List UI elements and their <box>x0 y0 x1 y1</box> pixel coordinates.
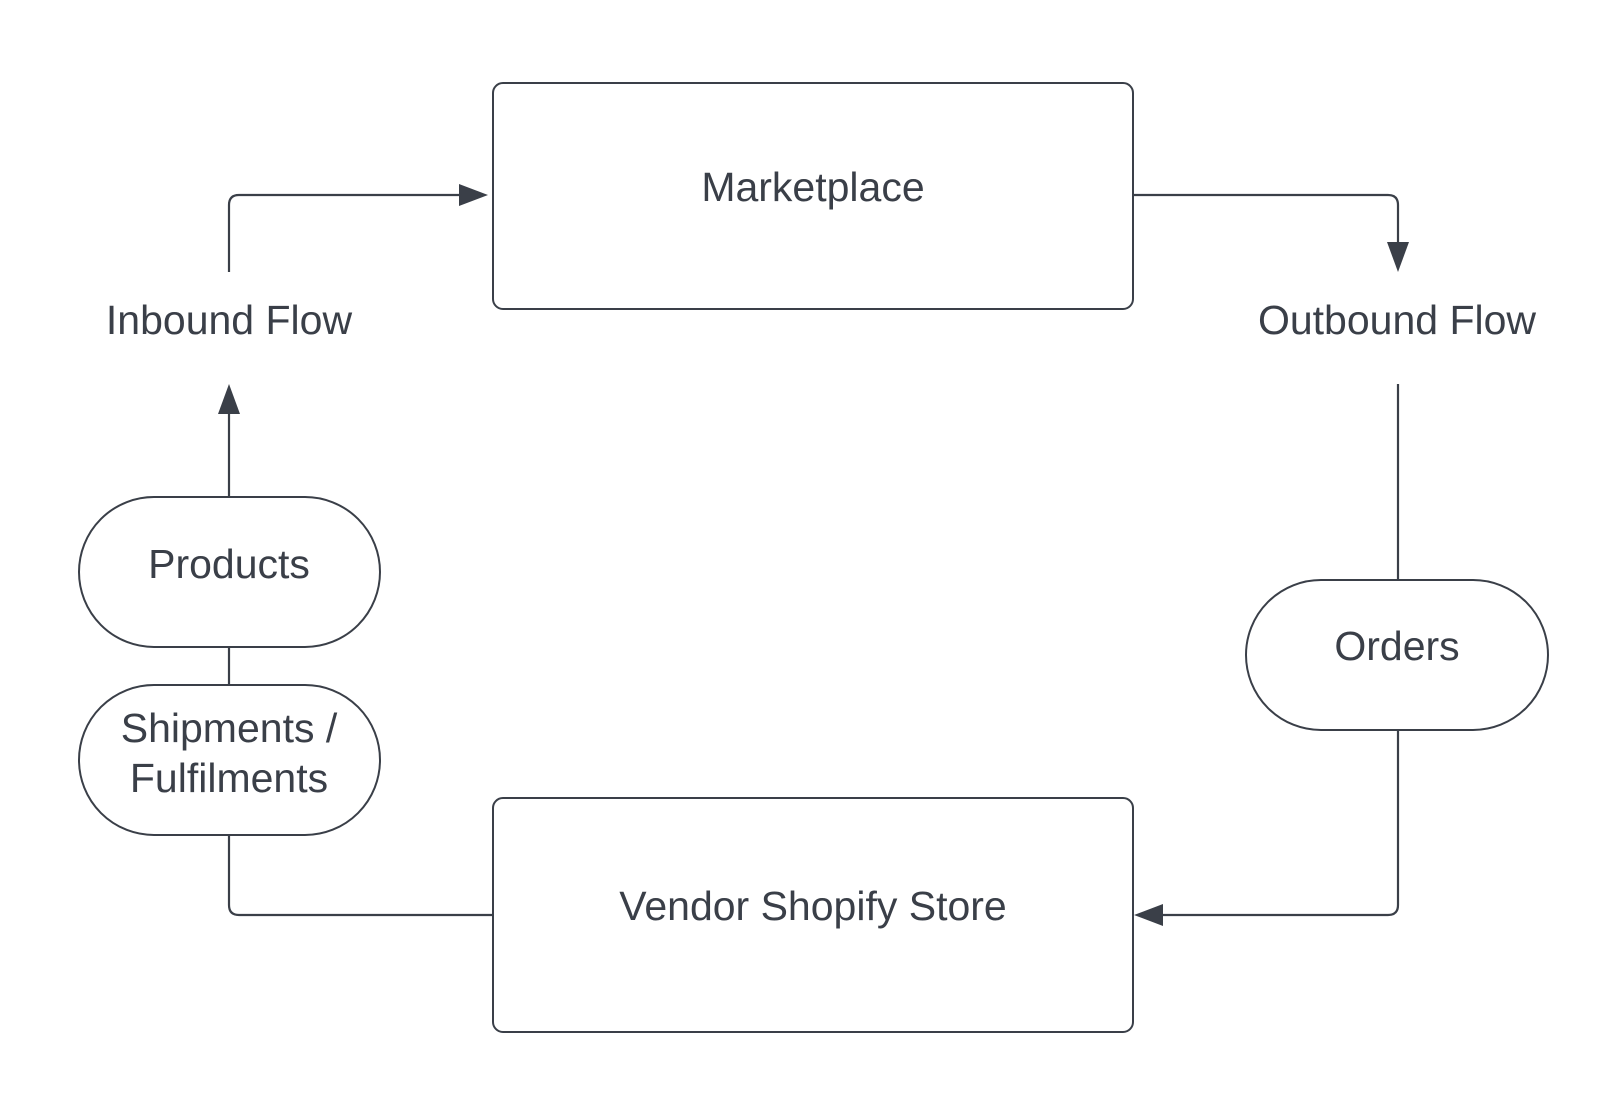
arrowhead-into-vendor-store <box>1134 904 1163 926</box>
marketplace-label: Marketplace <box>701 164 924 210</box>
products-node: Products <box>78 496 381 648</box>
arrowhead-into-inbound <box>218 384 240 414</box>
orders-pill <box>1245 579 1549 731</box>
shipments-label-line1: Shipments / <box>121 705 338 751</box>
edge-orders-to-vendor-store <box>1160 730 1400 917</box>
arrowhead-into-outbound <box>1387 242 1409 272</box>
vendor-store-box <box>492 797 1134 1033</box>
edge-marketplace-to-outbound <box>1134 193 1400 245</box>
arrowhead-into-marketplace <box>459 184 488 206</box>
shipments-pill <box>78 684 381 836</box>
inbound-flow-label: Inbound Flow <box>106 297 353 343</box>
shipments-node: Shipments / Fulfilments <box>78 684 381 836</box>
vendor-store-label: Vendor Shopify Store <box>619 883 1006 929</box>
shipments-label-line2: Fulfilments <box>130 755 328 801</box>
products-pill <box>78 496 381 648</box>
orders-node: Orders <box>1245 579 1549 731</box>
marketplace-box <box>492 82 1134 310</box>
marketplace-node: Marketplace <box>492 82 1134 310</box>
vendor-store-node: Vendor Shopify Store <box>492 797 1134 1033</box>
outbound-flow-label: Outbound Flow <box>1258 297 1536 343</box>
edge-vendor-store-to-shipments <box>227 834 492 917</box>
orders-label: Orders <box>1334 623 1459 669</box>
edge-inbound-to-marketplace <box>227 193 462 272</box>
products-label: Products <box>148 541 310 587</box>
